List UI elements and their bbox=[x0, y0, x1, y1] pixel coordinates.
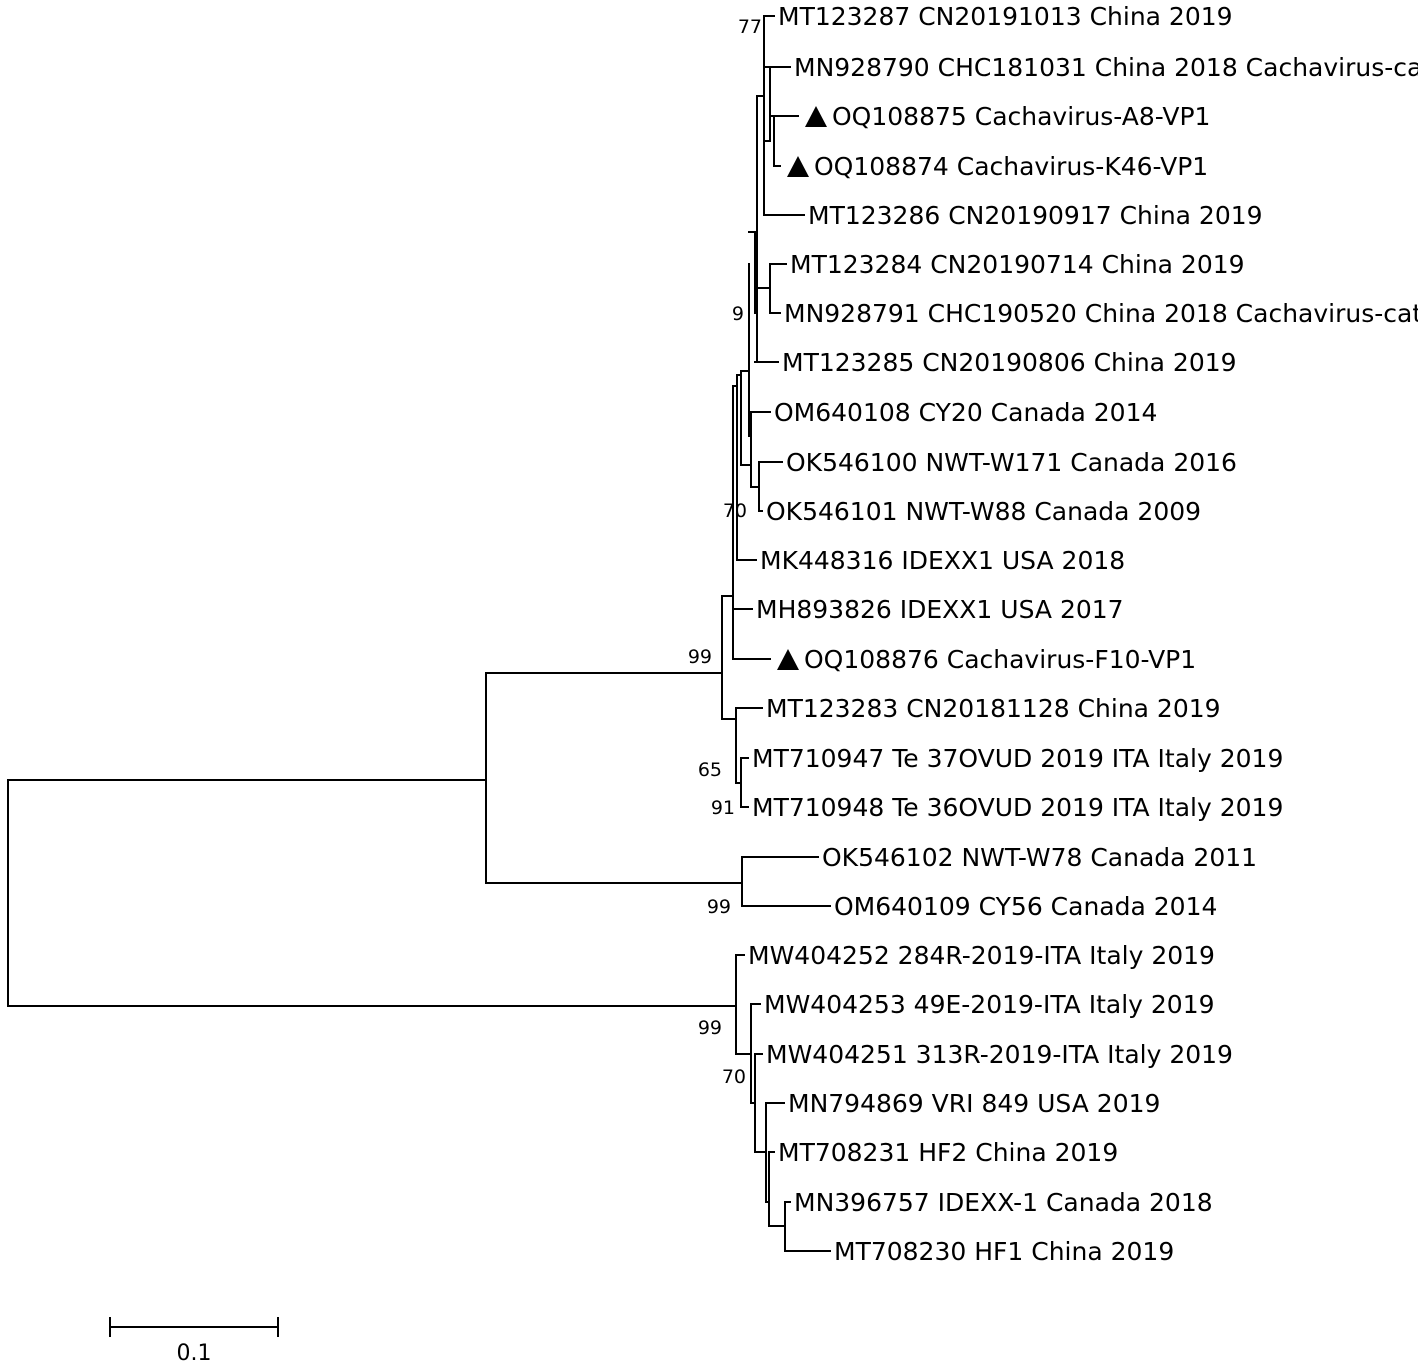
bootstrap-value: 9 bbox=[732, 303, 744, 325]
tip-label: OQ108874 Cachavirus-K46-VP1 bbox=[814, 152, 1208, 181]
tip-label: OK546100 NWT-W171 Canada 2016 bbox=[786, 448, 1237, 477]
bootstrap-value: 99 bbox=[698, 1017, 722, 1039]
tip-label: OK546101 NWT-W88 Canada 2009 bbox=[766, 497, 1201, 526]
tip-label: MT710948 Te 36OVUD 2019 ITA Italy 2019 bbox=[752, 793, 1283, 822]
bootstrap-values: 77 9 70 99 65 91 99 99 70 bbox=[688, 16, 762, 1088]
bootstrap-value: 70 bbox=[723, 500, 747, 522]
tip-label: MH893826 IDEXX1 USA 2017 bbox=[756, 595, 1124, 624]
tip-label: MN928790 CHC181031 China 2018 Cachavirus… bbox=[794, 53, 1418, 82]
triangle-marker-icon bbox=[805, 106, 827, 127]
bootstrap-value: 70 bbox=[722, 1066, 746, 1088]
tip-label: OM640109 CY56 Canada 2014 bbox=[834, 892, 1217, 921]
tip-label: MW404251 313R-2019-ITA Italy 2019 bbox=[766, 1040, 1233, 1069]
tip-label: MT123284 CN20190714 China 2019 bbox=[790, 250, 1245, 279]
triangle-marker-icon bbox=[787, 156, 809, 177]
tip-label: MT123285 CN20190806 China 2019 bbox=[782, 348, 1237, 377]
tip-label: MN396757 IDEXX-1 Canada 2018 bbox=[794, 1188, 1213, 1217]
tip-label: MN928791 CHC190520 China 2018 Cachavirus… bbox=[784, 299, 1418, 328]
tip-label: MW404252 284R-2019-ITA Italy 2019 bbox=[748, 941, 1215, 970]
scale-bar: 0.1 bbox=[109, 1317, 279, 1366]
bootstrap-value: 65 bbox=[698, 759, 722, 781]
triangle-marker-icon bbox=[777, 649, 799, 670]
scale-bar-label: 0.1 bbox=[177, 1341, 212, 1366]
tip-label: MT123283 CN20181128 China 2019 bbox=[766, 694, 1221, 723]
tip-label: OQ108875 Cachavirus-A8-VP1 bbox=[832, 102, 1210, 131]
tip-label: MT123286 CN20190917 China 2019 bbox=[808, 201, 1263, 230]
tip-label: MN794869 VRI 849 USA 2019 bbox=[788, 1089, 1160, 1118]
bootstrap-value: 77 bbox=[738, 16, 762, 38]
tip-label: OQ108876 Cachavirus-F10-VP1 bbox=[804, 645, 1196, 674]
tip-label: OM640108 CY20 Canada 2014 bbox=[774, 398, 1157, 427]
tip-label: MT708230 HF1 China 2019 bbox=[834, 1237, 1174, 1266]
bootstrap-value: 99 bbox=[707, 896, 731, 918]
bootstrap-value: 91 bbox=[711, 797, 735, 819]
tree-branches bbox=[7, 15, 831, 1252]
tip-label: OK546102 NWT-W78 Canada 2011 bbox=[822, 843, 1257, 872]
tip-label: MK448316 IDEXX1 USA 2018 bbox=[760, 546, 1125, 575]
tip-label: MW404253 49E-2019-ITA Italy 2019 bbox=[764, 990, 1215, 1019]
tip-label: MT123287 CN20191013 China 2019 bbox=[778, 2, 1233, 31]
tip-label: MT710947 Te 37OVUD 2019 ITA Italy 2019 bbox=[752, 744, 1283, 773]
bootstrap-value: 99 bbox=[688, 646, 712, 668]
tip-label: MT708231 HF2 China 2019 bbox=[778, 1138, 1118, 1167]
